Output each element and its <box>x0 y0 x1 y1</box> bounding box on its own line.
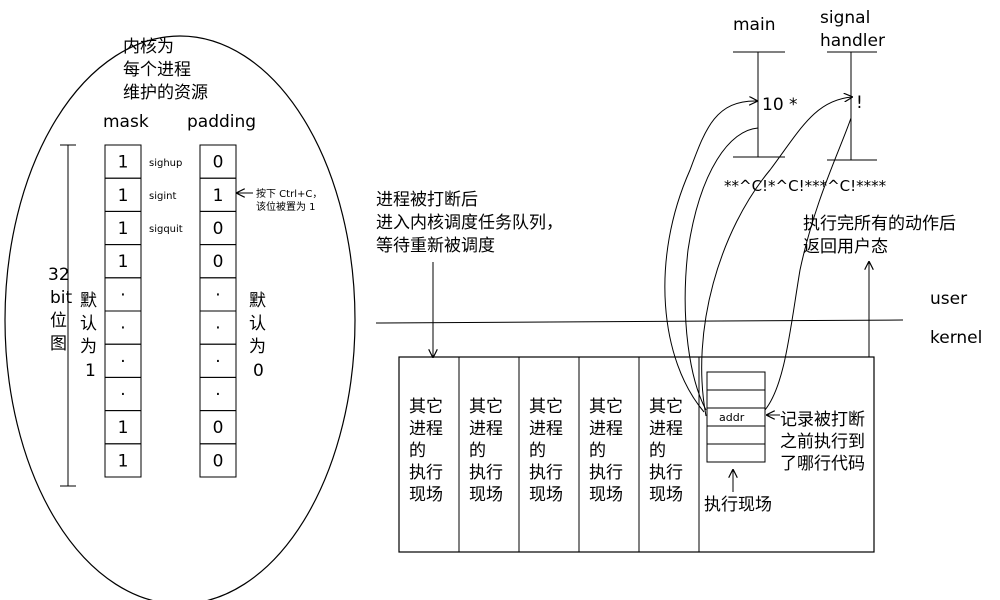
bitmap-label-2: bit <box>50 288 73 308</box>
mask-cell <box>104 443 142 478</box>
interrupt-note-line-1: 进程被打断后 <box>376 190 478 210</box>
queue-cells: 其它进程的执行现场其它进程的执行现场其它进程的执行现场其它进程的执行现场其它进程… <box>409 357 700 552</box>
queue-cell-text: 进程 <box>529 419 563 439</box>
padding-default-4: 0 <box>253 361 264 381</box>
queue-cell-text: 执行 <box>649 463 683 483</box>
mask-default-2: 认 <box>80 314 97 334</box>
record-note-line-1: 记录被打断 <box>780 410 865 430</box>
record-note-line-3: 了哪行代码 <box>780 454 865 474</box>
flow-curve-handler-in <box>701 97 852 417</box>
padding-cell-value: 0 <box>213 451 224 471</box>
queue-cell-text: 执行 <box>529 463 563 483</box>
return-note-line-1: 执行完所有的动作后 <box>803 214 956 234</box>
padding-cell <box>199 443 237 478</box>
user-kernel-divider <box>375 319 904 324</box>
handler-label-line-1: signal <box>820 8 870 28</box>
kernel-resources-line-3: 维护的资源 <box>123 83 208 103</box>
queue-cell-text: 现场 <box>649 485 683 505</box>
terminal-output: **^C!*^C!***^C!**** <box>724 177 887 195</box>
queue-cell-text: 其它 <box>589 397 623 417</box>
signal-name-sigquit: sigquit <box>149 224 183 235</box>
mask-default-1: 默 <box>80 291 97 311</box>
process-resource-ellipse <box>4 35 356 600</box>
bitmap-label-1: 32 <box>48 265 70 285</box>
queue-cell-text: 的 <box>589 441 606 461</box>
mask-cell-value: · <box>120 319 125 339</box>
handler-label-line-2: handler <box>820 31 885 51</box>
queue-cell-text: 进程 <box>649 419 683 439</box>
queue-cell-text: 的 <box>529 441 546 461</box>
queue-cell-text: 的 <box>649 441 666 461</box>
padding-cell-value: 0 <box>213 252 224 272</box>
mask-cell-value: · <box>120 385 125 405</box>
main-mark: 10 * <box>762 95 798 115</box>
queue-cell-text: 其它 <box>409 397 443 417</box>
queue-cell-text: 执行 <box>589 463 623 483</box>
queue-cell-text: 的 <box>469 441 486 461</box>
flow-curve-handler-out <box>764 117 852 411</box>
queue-cell-text: 现场 <box>409 485 443 505</box>
queue-cell-text: 进程 <box>409 419 443 439</box>
ctrl-c-note-line-1: 按下 Ctrl+C， <box>256 187 322 200</box>
padding-default-1: 默 <box>249 291 266 311</box>
bitmap-label-3: 位 <box>50 311 67 331</box>
mask-cell-value: · <box>120 285 125 305</box>
mask-default-3: 为 <box>80 337 97 357</box>
execution-context-stack <box>706 371 766 463</box>
signal-name-sigint: sigint <box>149 191 176 202</box>
addr-label: addr <box>719 411 745 424</box>
mask-default-4: 1 <box>85 361 96 381</box>
mask-cell-value: 1 <box>118 451 129 471</box>
kernel-resources-line-2: 每个进程 <box>123 60 191 80</box>
queue-cell-text: 进程 <box>589 419 623 439</box>
scheduler-queue <box>398 356 875 553</box>
ctrl-c-note-line-2: 该位被置为 1 <box>256 200 316 213</box>
queue-cell-text: 其它 <box>649 397 683 417</box>
queue-cell-text: 进程 <box>469 419 503 439</box>
main-label: main <box>733 15 775 35</box>
mask-cell-value: 1 <box>118 219 129 239</box>
padding-cell-value: 0 <box>213 418 224 438</box>
mask-cell-value: 1 <box>118 252 129 272</box>
padding-cell-value: 0 <box>213 153 224 173</box>
interrupt-note-line-2: 进入内核调度任务队列， <box>376 213 563 233</box>
padding-default-3: 为 <box>249 337 266 357</box>
kernel-resources-line-1: 内核为 <box>123 37 174 57</box>
padding-cell-value: 1 <box>213 186 224 206</box>
queue-cell-text: 执行 <box>409 463 443 483</box>
mask-cell-value: · <box>120 352 125 372</box>
padding-default-2: 认 <box>249 314 266 334</box>
record-note-line-2: 之前执行到 <box>780 432 865 452</box>
queue-cell-text: 现场 <box>529 485 563 505</box>
interrupt-note-line-3: 等待重新被调度 <box>376 236 495 256</box>
kernel-label: kernel <box>930 328 982 348</box>
padding-cell-value: · <box>215 385 220 405</box>
mask-cell-value: 1 <box>118 153 129 173</box>
exec-context-label: 执行现场 <box>704 495 772 515</box>
flow-curve-main-in <box>664 101 757 413</box>
padding-bit-column: 0 1 0 0 · · · · 0 0 <box>199 144 237 478</box>
padding-cell-value: · <box>215 319 220 339</box>
padding-header: padding <box>187 112 256 132</box>
mask-cell-value: 1 <box>118 186 129 206</box>
queue-cell-text: 其它 <box>469 397 503 417</box>
queue-cell-text: 的 <box>409 441 426 461</box>
flow-curve-main-out <box>684 127 759 411</box>
handler-mark: ! <box>856 93 863 113</box>
padding-cell-value: · <box>215 352 220 372</box>
mask-header: mask <box>103 112 149 132</box>
queue-cell-text: 现场 <box>589 485 623 505</box>
queue-cell-text: 执行 <box>469 463 503 483</box>
bitmap-label-4: 图 <box>50 334 67 354</box>
signal-name-sighup: sighup <box>149 158 182 169</box>
mask-bit-column: 1 1 1 1 · · · · 1 1 <box>104 144 142 478</box>
queue-cell-text: 现场 <box>469 485 503 505</box>
mask-cell-value: 1 <box>118 418 129 438</box>
padding-cell-value: 0 <box>213 219 224 239</box>
return-note-line-2: 返回用户态 <box>803 237 888 257</box>
user-label: user <box>930 289 967 309</box>
padding-cell-value: · <box>215 285 220 305</box>
queue-cell-text: 其它 <box>529 397 563 417</box>
